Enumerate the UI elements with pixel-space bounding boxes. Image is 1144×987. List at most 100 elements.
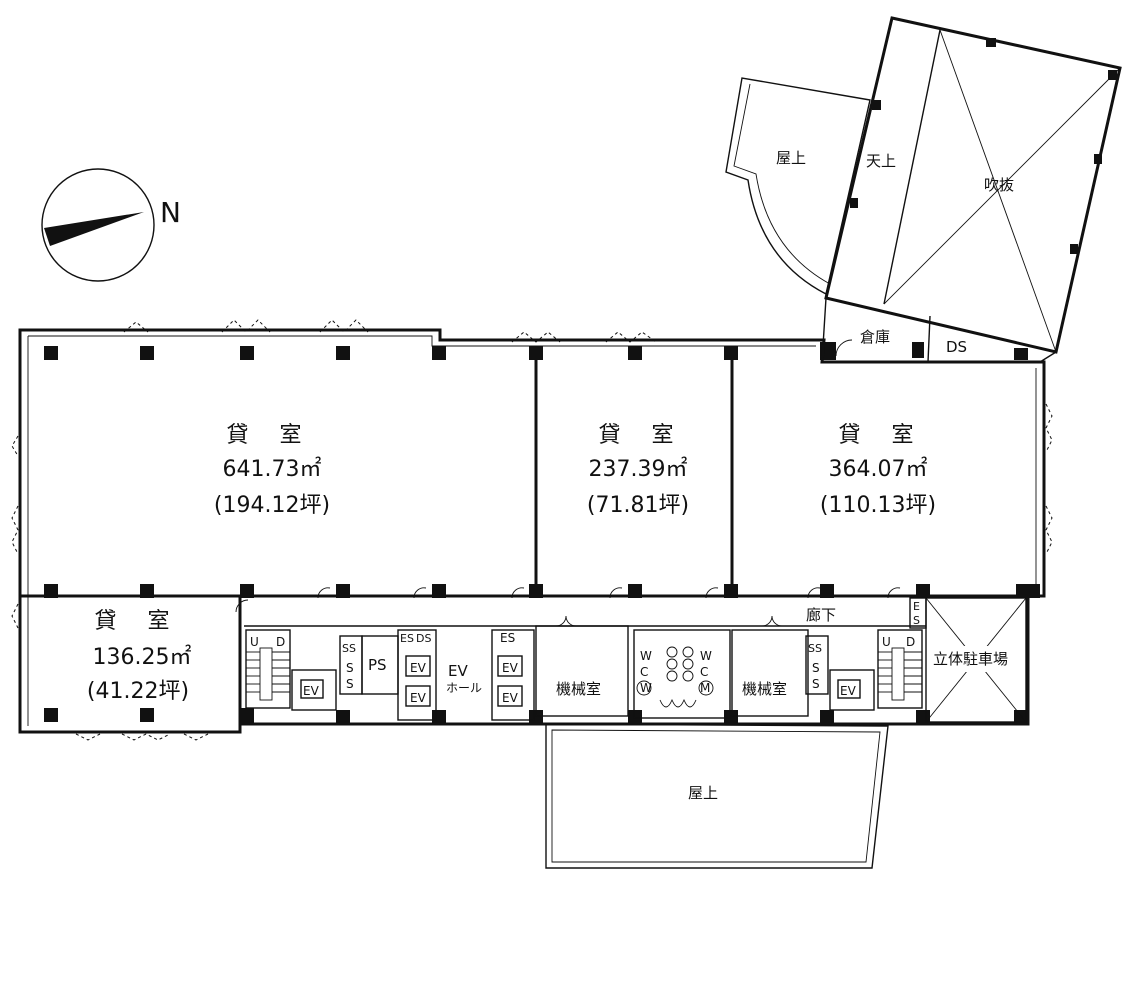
ceiling-divider (883, 29, 941, 305)
wc-fixture (666, 646, 678, 658)
stair-right-down: D (906, 635, 915, 649)
ev-hall-label-2: ホール (446, 681, 482, 695)
ev-car (497, 685, 523, 707)
dashed-swing (11, 505, 19, 555)
machine-room-1-label: 機械室 (556, 680, 601, 698)
parking-label-bg (930, 646, 1022, 672)
column (724, 584, 738, 598)
column (432, 710, 446, 724)
column (44, 346, 58, 360)
room-d-area: 136.25㎡ (93, 644, 192, 670)
column (140, 346, 154, 360)
machine-room-2 (731, 629, 809, 717)
room-d: 貸 室 136.25㎡ (41.22坪) (87, 609, 192, 704)
room-a-title: 貸 室 (227, 423, 314, 448)
column (336, 346, 350, 360)
room-d-tsubo: (41.22坪) (87, 679, 189, 704)
room-c-area: 364.07㎡ (829, 456, 928, 482)
column (240, 346, 254, 360)
door-swing (555, 615, 577, 627)
door-swing (609, 587, 623, 599)
compass-circle (41, 168, 155, 282)
atrium-label: 吹抜 (984, 176, 1014, 194)
door-swing (807, 587, 821, 599)
column (916, 584, 930, 598)
column (1016, 584, 1040, 598)
es-right-e: E (913, 600, 920, 613)
ceiling-label: 天上 (866, 152, 896, 170)
bottom-rooftop-inner (551, 729, 881, 863)
room-b-title: 貸 室 (599, 423, 686, 448)
wc-m: M (700, 681, 710, 695)
wc-fixture (698, 680, 714, 696)
ds-top-label: DS (946, 338, 967, 356)
machine-room-1 (535, 625, 629, 717)
dashed-swing (11, 435, 19, 457)
floor-outer-wall (18, 328, 1046, 734)
column (628, 584, 642, 598)
dashed-swing (319, 319, 369, 333)
door-swing (705, 587, 719, 599)
room-c: 貸 室 364.07㎡ (110.13坪) (820, 423, 936, 518)
column (44, 708, 58, 722)
corridor-label: 廊下 (806, 606, 836, 624)
floor-inner-wall (27, 335, 1037, 726)
ev-car (497, 655, 523, 677)
ev-left-shaft (291, 669, 337, 711)
atrium-wall-stub (850, 198, 858, 208)
wc-fixture (666, 670, 678, 682)
bottom-rooftop-outline (545, 723, 889, 869)
ev-right-shaft (829, 669, 875, 711)
es-label-left: ES (400, 632, 414, 645)
atrium-wall-stub (1108, 70, 1117, 80)
room-c-title: 貸 室 (839, 423, 926, 448)
bottom-rooftop: 屋上 (545, 723, 889, 869)
wc-w-3: W (700, 649, 712, 663)
ev-right-label: EV (840, 684, 857, 698)
s-right-label-2: S (812, 677, 820, 691)
room-b: 貸 室 237.39㎡ (71.81坪) (587, 423, 689, 518)
es-label-right: ES (500, 631, 515, 645)
room-a-area: 641.73㎡ (223, 456, 322, 482)
door-swing (761, 615, 783, 627)
wc-fixture (682, 670, 694, 682)
upper-right-block: 屋上 天上 吹抜 倉庫 DS (725, 16, 1122, 363)
atrium-cross-2 (883, 67, 1121, 305)
door-swing (511, 587, 525, 599)
room-c-tsubo: (110.13坪) (820, 493, 936, 518)
ss-left-label: SS (342, 642, 356, 655)
column (628, 710, 642, 724)
dashed-swing (511, 331, 561, 343)
column (432, 584, 446, 598)
dashed-swing (183, 733, 209, 741)
stair-left-down: D (276, 635, 285, 649)
core: U D EV SS S S PS ES DS EV EV EV ホール (245, 597, 1027, 723)
wc-fixture (636, 680, 652, 696)
stair-right-well (891, 647, 905, 701)
door-swing (887, 587, 901, 599)
ev-car (405, 655, 431, 677)
column (1014, 348, 1028, 360)
door-swing (413, 587, 427, 599)
wc-block (633, 629, 731, 719)
dashed-swing (75, 733, 101, 741)
ev-label-r2: EV (502, 691, 519, 705)
atrium-block-outline (824, 16, 1122, 354)
s-left-label-1: S (346, 661, 354, 675)
s-right-label-1: S (812, 661, 820, 675)
atrium-wall-stub (986, 38, 996, 47)
column (529, 584, 543, 598)
wc-fixture (682, 658, 694, 670)
parking-area (925, 597, 1027, 723)
column (240, 708, 254, 724)
compass: N (41, 168, 181, 282)
stair-left-well (259, 647, 273, 701)
column (820, 584, 834, 598)
s-left-label-2: S (346, 677, 354, 691)
es-right-s: S (913, 614, 920, 627)
column (432, 346, 446, 360)
stair-right (877, 629, 923, 709)
compass-north-label: N (160, 196, 181, 229)
door-swing (235, 599, 249, 613)
